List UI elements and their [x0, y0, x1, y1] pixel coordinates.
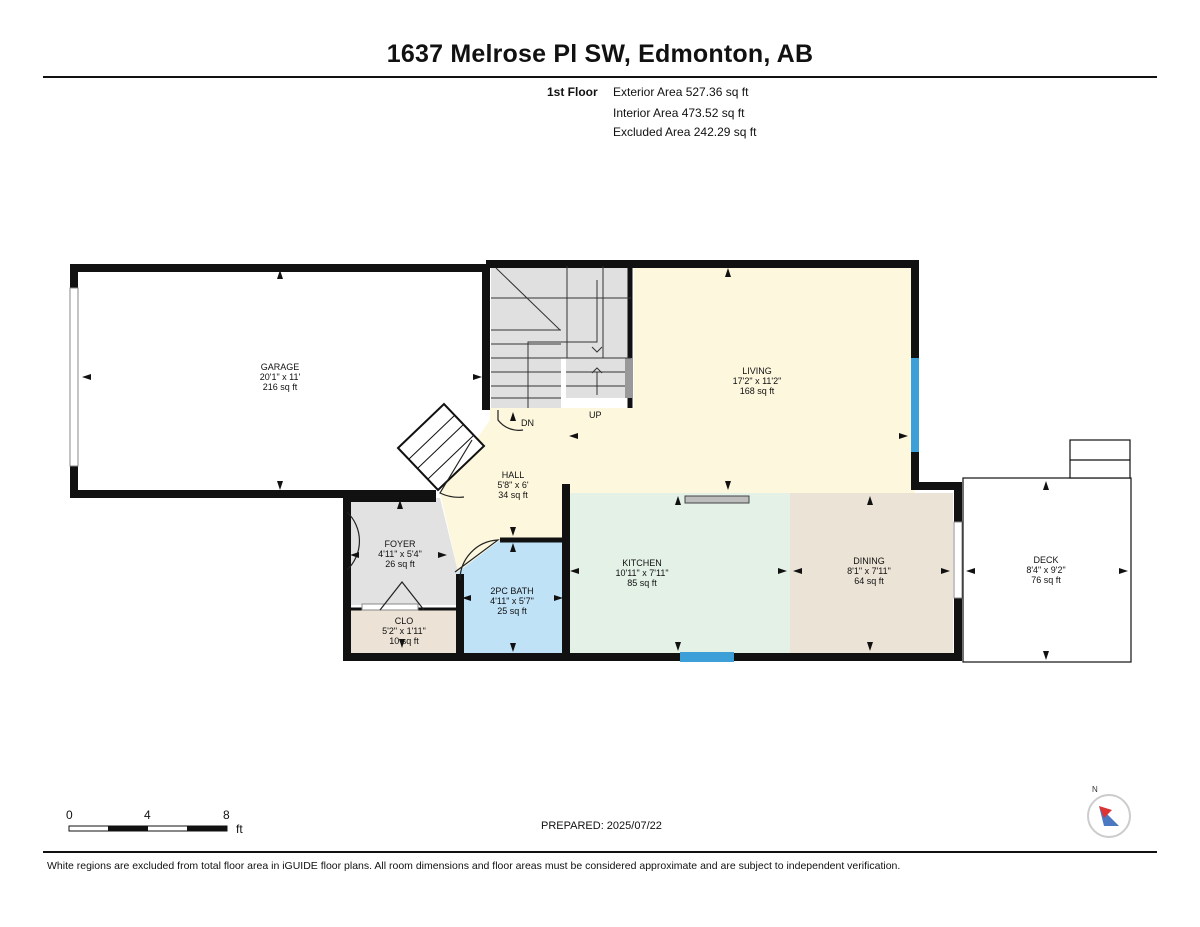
dining-dims: 8'1" x 7'11"	[847, 566, 891, 576]
stair-down-label: DN	[521, 418, 534, 428]
scale-tick-0: 0	[66, 808, 73, 822]
foyer-dims: 4'11" x 5'4"	[378, 549, 422, 559]
stair-lines	[491, 266, 631, 408]
door-swings	[346, 410, 524, 611]
kitchen-area: 85 sq ft	[627, 578, 657, 588]
garage-area: 216 sq ft	[263, 382, 298, 392]
scale-unit: ft	[236, 822, 243, 836]
garage-name: GARAGE	[261, 362, 300, 372]
north-compass-icon: N	[1087, 785, 1131, 838]
interior-area: Interior Area 473.52 sq ft	[613, 106, 745, 120]
deck-dims: 8'4" x 9'2"	[1026, 565, 1065, 575]
dimension-arrows	[82, 268, 1128, 660]
stair-up-label: UP	[589, 410, 602, 420]
hall-name: HALL	[502, 470, 525, 480]
floor-label: 1st Floor	[547, 85, 598, 99]
page-title: 1637 Melrose Pl SW, Edmonton, AB	[386, 40, 814, 68]
bath-area: 25 sq ft	[497, 606, 527, 616]
scale-tick-8: 8	[223, 808, 230, 822]
living-window	[911, 358, 919, 452]
header-divider	[43, 76, 1157, 78]
kitchen-counter	[684, 495, 750, 504]
foyer-area: 26 sq ft	[385, 559, 415, 569]
foyer-name: FOYER	[384, 539, 416, 549]
deck-area: 76 sq ft	[1031, 575, 1061, 585]
footer-divider	[43, 851, 1157, 853]
stair-up-fill	[566, 358, 632, 398]
scale-tick-4: 4	[144, 808, 151, 822]
hall-dims: 5'8" x 6'	[497, 480, 528, 490]
hall-fill	[440, 408, 634, 572]
living-dims: 17'2" x 11'2"	[733, 376, 782, 386]
svg-text:N: N	[1092, 785, 1098, 794]
closet-area: 10 sq ft	[389, 636, 419, 646]
hall-area: 34 sq ft	[498, 490, 528, 500]
excluded-area: Excluded Area 242.29 sq ft	[613, 125, 757, 139]
dining-area: 64 sq ft	[854, 576, 884, 586]
deck	[962, 439, 1132, 663]
garage-dims: 20'1" x 11'	[260, 372, 301, 382]
stair-upper-fill	[491, 266, 631, 358]
main-lower-wall	[343, 494, 962, 661]
kitchen-dims: 10'11" x 7'11"	[615, 568, 668, 578]
foyer-fill	[347, 498, 458, 605]
dining-fill	[790, 493, 953, 655]
bath-name: 2PC BATH	[490, 586, 533, 596]
garage-window	[69, 287, 79, 467]
dining-name: DINING	[853, 556, 885, 566]
living-name: LIVING	[742, 366, 772, 376]
stair-lower-fill	[491, 358, 561, 408]
bath-fill	[458, 540, 566, 655]
dining-door	[953, 521, 963, 599]
living-area: 168 sq ft	[740, 386, 775, 396]
kitchen-name: KITCHEN	[622, 558, 662, 568]
footer-disclaimer: White regions are excluded from total fl…	[47, 860, 901, 872]
closet-window	[361, 603, 419, 611]
closet-name: CLO	[395, 616, 414, 626]
garage-stair-lines	[408, 414, 475, 480]
kitchen-window	[680, 652, 734, 662]
living-fill	[634, 266, 915, 493]
kitchen-fill	[566, 493, 790, 655]
closet-fill	[347, 610, 458, 655]
stair-rail	[625, 358, 633, 398]
main-upper-wall	[486, 260, 962, 522]
prepared-date: PREPARED: 2025/07/22	[541, 820, 662, 832]
scale-bar	[68, 825, 228, 832]
deck-name: DECK	[1033, 555, 1058, 565]
bath-dims: 4'11" x 5'7"	[490, 596, 534, 606]
closet-dims: 5'2" x 1'11"	[382, 626, 426, 636]
exterior-area: Exterior Area 527.36 sq ft	[613, 85, 749, 99]
